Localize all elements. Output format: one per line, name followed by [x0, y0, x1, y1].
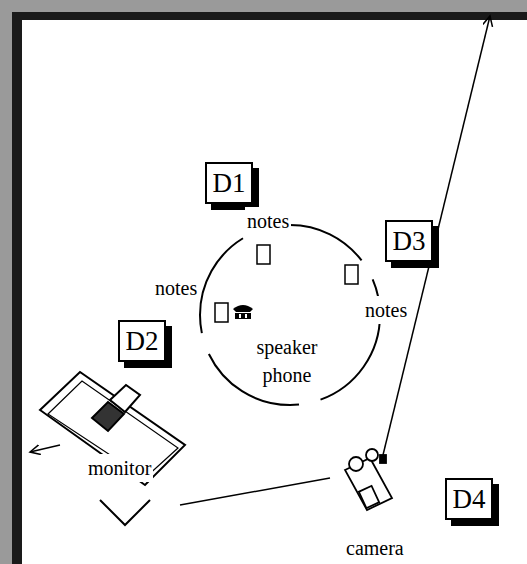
device-box: D1	[205, 162, 253, 204]
frame-band	[0, 0, 527, 12]
device-label: D3	[393, 228, 426, 255]
notes-icon	[257, 245, 270, 264]
device-label: D4	[453, 486, 486, 513]
table-circle	[200, 225, 380, 405]
frame-band	[0, 0, 12, 564]
notes-icon	[215, 303, 228, 322]
camera-icon	[345, 449, 392, 510]
sight-line	[180, 478, 330, 505]
device-label: D1	[213, 170, 246, 197]
room-label: speaker phone	[245, 333, 329, 389]
room-label: notes	[245, 207, 291, 235]
wall	[12, 12, 22, 564]
phone-icon	[233, 305, 253, 319]
monitor-desk	[40, 372, 185, 525]
notes-icon	[345, 265, 358, 284]
device-box: D3	[385, 220, 433, 262]
room-label: notes	[153, 274, 199, 302]
device-box: D2	[118, 320, 166, 362]
device-label: D2	[126, 328, 159, 355]
wall	[12, 12, 527, 20]
room-label: notes	[363, 296, 409, 324]
room-label: monitor	[86, 454, 153, 482]
device-box: D4	[445, 478, 493, 520]
room-label: camera	[344, 534, 406, 562]
view-arrow	[383, 16, 490, 455]
view-arrow	[30, 445, 60, 452]
